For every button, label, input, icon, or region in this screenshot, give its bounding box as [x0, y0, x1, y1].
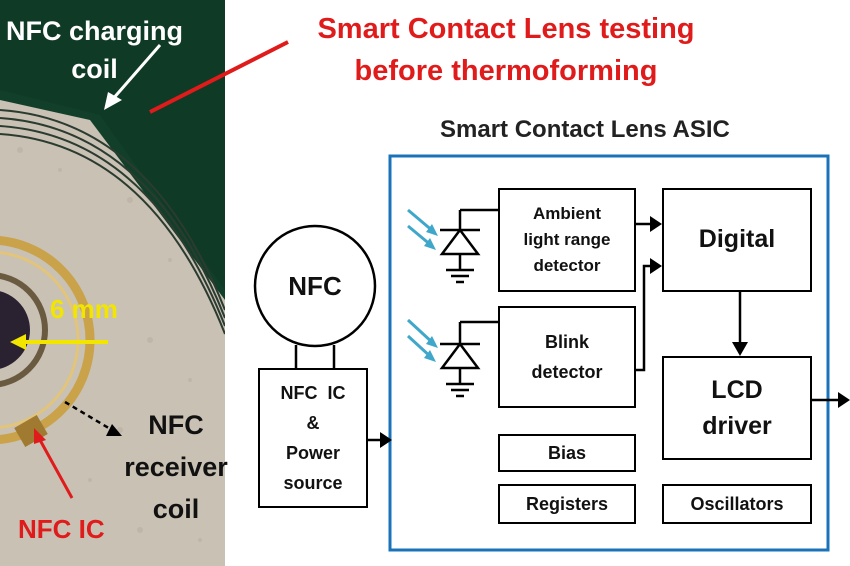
- registers-box: Registers: [498, 484, 636, 524]
- lcd-driver-box: LCD driver: [662, 356, 812, 460]
- photodiode-blink: [406, 318, 498, 398]
- scale-label: 6 mm: [50, 294, 118, 324]
- charging-coil-arrow: [110, 44, 162, 101]
- nfc-ic-chip: [14, 414, 48, 448]
- charging-coil-windings: [0, 109, 225, 335]
- nfc-ic-arrow: [38, 439, 74, 499]
- nfc-ic-power-box: NFC IC & Power source: [258, 368, 368, 508]
- blink-detector-box: Blink detector: [498, 306, 636, 408]
- nfc-antenna-label: NFC: [288, 270, 342, 301]
- photodiode-ambient: [407, 208, 498, 284]
- banner-pointer-line: [149, 40, 289, 114]
- digital-box: Digital: [662, 188, 812, 292]
- charging-coil-label: NFC charging coil: [5, 16, 183, 84]
- asic-border: [388, 154, 830, 552]
- ambient-detector-box: Ambient light range detector: [498, 188, 636, 292]
- receiver-coil-arrow: [64, 400, 113, 432]
- oscillators-box: Oscillators: [662, 484, 812, 524]
- receiver-coil-label: NFC receiver coil: [124, 410, 228, 524]
- nfc-antenna-circle: [253, 224, 377, 348]
- banner-title: Smart Contact Lens testing before thermo…: [317, 13, 695, 87]
- asic-title: Smart Contact Lens ASIC: [440, 116, 730, 143]
- bias-box: Bias: [498, 434, 636, 472]
- lens-center: [0, 291, 30, 369]
- nfc-ic-label: NFC IC: [18, 514, 105, 544]
- blink-to-digital-arrow: [636, 264, 652, 372]
